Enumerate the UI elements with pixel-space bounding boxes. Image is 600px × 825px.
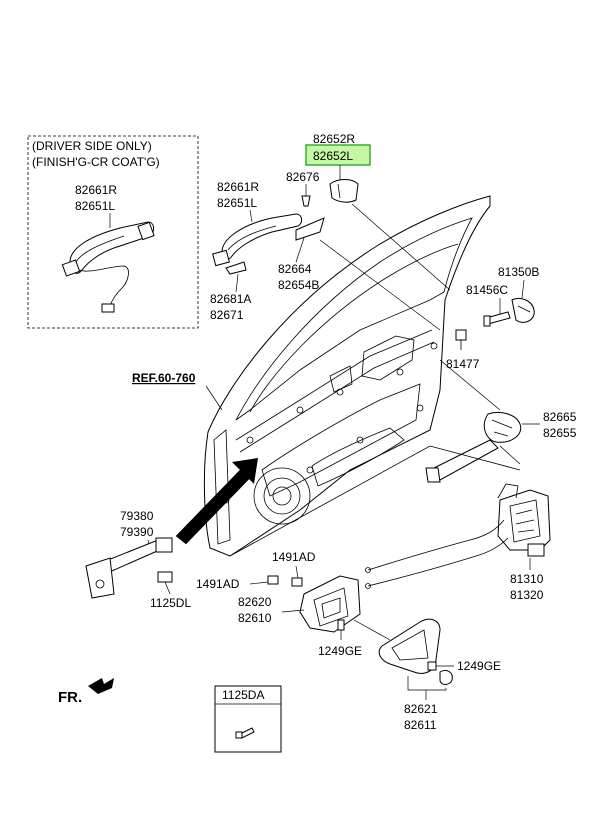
- label-82681A: 82681A: [210, 292, 251, 306]
- label-1491AD-left: 1491AD: [196, 577, 240, 591]
- inset-part-l: 82651L: [75, 199, 115, 213]
- label-1491AD-top: 1491AD: [272, 550, 316, 564]
- label-1249GE-right: 1249GE: [457, 659, 501, 673]
- highlighted-part-box[interactable]: [305, 144, 371, 166]
- inside-handle-bezel: [378, 618, 441, 674]
- door-inner-panel: [175, 195, 491, 557]
- label-1125DA: 1125DA: [222, 688, 264, 702]
- handle-gasket: [295, 217, 325, 241]
- label-82610: 82610: [238, 611, 272, 625]
- label-82652R: 82652R: [313, 132, 355, 146]
- inset-part-r: 82661R: [75, 183, 117, 197]
- bolt-1125DA-box: 1125DA: [214, 685, 282, 753]
- label-81477: 81477: [446, 357, 480, 371]
- bolt-1125DL: [157, 571, 173, 583]
- small-gasket: [225, 261, 247, 275]
- bolt-81477: [455, 329, 467, 341]
- label-82652L[interactable]: 82652L: [313, 149, 353, 163]
- label-81456C: 81456C: [466, 283, 508, 297]
- inset-dashed-border: [27, 135, 199, 329]
- screw-82676: [301, 195, 311, 207]
- handle-cap-part: [329, 179, 359, 203]
- inset-note-line1: (DRIVER SIDE ONLY): [32, 139, 152, 153]
- latch-cable-lower: [367, 537, 509, 587]
- label-81310: 81310: [510, 572, 544, 586]
- label-82671: 82671: [210, 308, 244, 322]
- door-latch: [497, 489, 551, 551]
- label-82665: 82665: [543, 410, 577, 424]
- inset-note-line2: (FINISH'G-CR COAT'G): [32, 155, 160, 169]
- outside-handle: [221, 213, 303, 260]
- label-82620: 82620: [238, 595, 272, 609]
- label-81320: 81320: [510, 588, 544, 602]
- screw-1249GE-left: [337, 619, 345, 631]
- label-82651L: 82651L: [217, 196, 257, 210]
- label-1249GE-left: 1249GE: [318, 644, 362, 658]
- label-79390: 79390: [120, 525, 154, 539]
- label-82655: 82655: [543, 426, 577, 440]
- screw-1249GE-right: [427, 661, 437, 671]
- actuator-cover: [511, 297, 535, 323]
- label-79380: 79380: [120, 509, 154, 523]
- label-1125DL: 1125DL: [150, 596, 191, 610]
- label-82654B: 82654B: [278, 278, 319, 292]
- inset-connector: [101, 303, 115, 313]
- latch-cable-upper: [367, 519, 505, 571]
- label-81350B: 81350B: [498, 265, 539, 279]
- label-82611: 82611: [404, 718, 437, 732]
- label-ref: REF.60-760: [132, 371, 196, 385]
- front-arrow-icon: [88, 678, 114, 694]
- label-82676: 82676: [286, 170, 320, 184]
- label-82664: 82664: [278, 262, 312, 276]
- inner-handle-bracket: [483, 411, 522, 443]
- door-rod: [429, 439, 499, 481]
- label-82621: 82621: [404, 702, 438, 716]
- driver-side-inset: (DRIVER SIDE ONLY) (FINISH'G-CR COAT'G) …: [27, 135, 199, 329]
- front-direction-label: FR.: [58, 689, 82, 706]
- inset-wire-harness: [79, 265, 129, 307]
- inside-handle-assy: [299, 575, 361, 633]
- label-82661R: 82661R: [217, 180, 259, 194]
